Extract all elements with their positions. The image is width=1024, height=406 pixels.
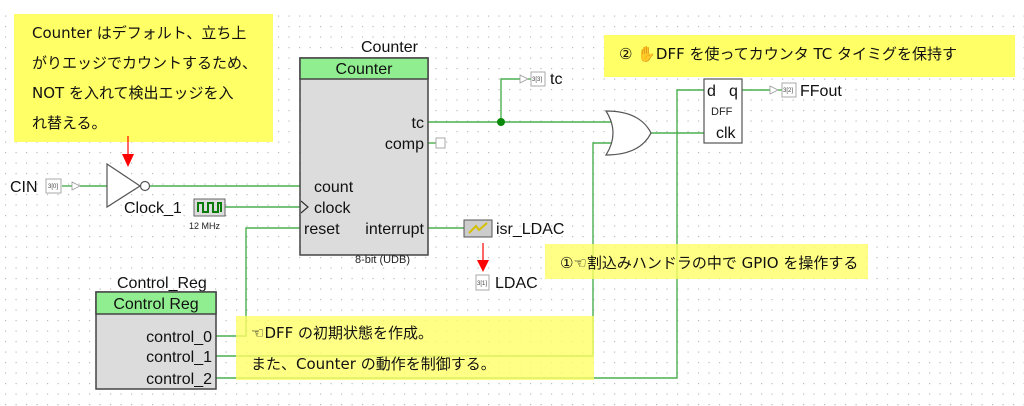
clock-name: Clock_1 (124, 200, 182, 217)
not-gate-icon[interactable] (106, 162, 151, 209)
note-control-reg: ☜DFF の初期状態を作成。 また、Counter の動作を制御する。 (236, 316, 594, 380)
port-reset: reset (304, 221, 340, 238)
junction-dot (497, 118, 505, 126)
isr-component[interactable]: isr_LDAC (463, 219, 564, 238)
counter-block[interactable]: Counter Counter tc comp interrupt count … (299, 39, 429, 266)
port-control-1: control_1 (146, 349, 212, 366)
dff-clk: clk (716, 125, 737, 142)
note-text: ② ✋DFF を使ってカウンタ TC タイミグを保持す (619, 45, 957, 63)
port-count: count (314, 179, 354, 196)
pin-label: LDAC (495, 275, 538, 292)
pin-ffout[interactable]: 3[2] FFout (781, 82, 842, 100)
port-interrupt: interrupt (365, 221, 424, 238)
note-line: また、Counter の動作を制御する。 (251, 355, 496, 373)
pin-label: tc (550, 71, 562, 88)
note-dff-tc: ② ✋DFF を使ってカウンタ TC タイミグを保持す (604, 35, 1015, 77)
control-reg-header: Control Reg (113, 296, 198, 313)
port-comp: comp (385, 136, 424, 153)
note-line: れ替える。 (32, 114, 107, 132)
comp-terminal (435, 137, 446, 149)
port-clock: clock (314, 200, 351, 217)
clock-component[interactable]: Clock_1 12 MHz (124, 198, 226, 231)
port-control-0: control_0 (146, 329, 212, 346)
or-gate-icon[interactable] (604, 110, 652, 156)
counter-footer: 8-bit (UDB) (355, 254, 410, 266)
clock-frequency: 12 MHz (189, 221, 221, 231)
control-reg-instance-name: Control_Reg (117, 275, 207, 292)
pin-label: FFout (800, 83, 842, 100)
note-text: ①☜割込みハンドラの中で GPIO を操作する (560, 254, 858, 272)
dff-block[interactable]: d q DFF clk (703, 78, 743, 144)
dff-q: q (729, 83, 738, 100)
port-control-2: control_2 (146, 371, 212, 388)
pin-tag: 3[2] (783, 88, 793, 94)
note-isr-gpio: ①☜割込みハンドラの中で GPIO を操作する (545, 244, 868, 279)
counter-instance-name: Counter (361, 39, 419, 56)
note-line: ☜DFF の初期状態を作成。 (251, 324, 433, 342)
note-counter-edge: Counter はデフォルト、立ち上 がりエッジでカウントするため、 NOT を… (14, 14, 273, 142)
red-arrow-down-icon (122, 136, 134, 167)
pin-tag: 3[0] (48, 184, 58, 190)
red-arrow-down-icon (477, 243, 489, 272)
pin-label: CIN (10, 179, 38, 196)
pin-cin[interactable]: CIN 3[0] (10, 178, 62, 196)
dff-title: DFF (711, 106, 733, 118)
dff-d: d (707, 83, 716, 100)
control-reg-block[interactable]: Control_Reg Control Reg control_0 contro… (95, 275, 217, 390)
note-line: NOT を入れて検出エッジを入 (32, 84, 234, 102)
isr-name: isr_LDAC (496, 221, 564, 238)
pin-tc[interactable]: 3[3] tc (530, 71, 562, 88)
pin-tag: 3[1] (477, 281, 487, 287)
note-line: Counter はデフォルト、立ち上 (32, 24, 246, 42)
pin-tag: 3[3] (532, 77, 542, 83)
counter-header: Counter (336, 61, 394, 78)
port-tc: tc (412, 115, 424, 132)
pin-ldac[interactable]: 3[1] LDAC (475, 274, 538, 292)
note-line: がりエッジでカウントするため、 (32, 54, 257, 72)
